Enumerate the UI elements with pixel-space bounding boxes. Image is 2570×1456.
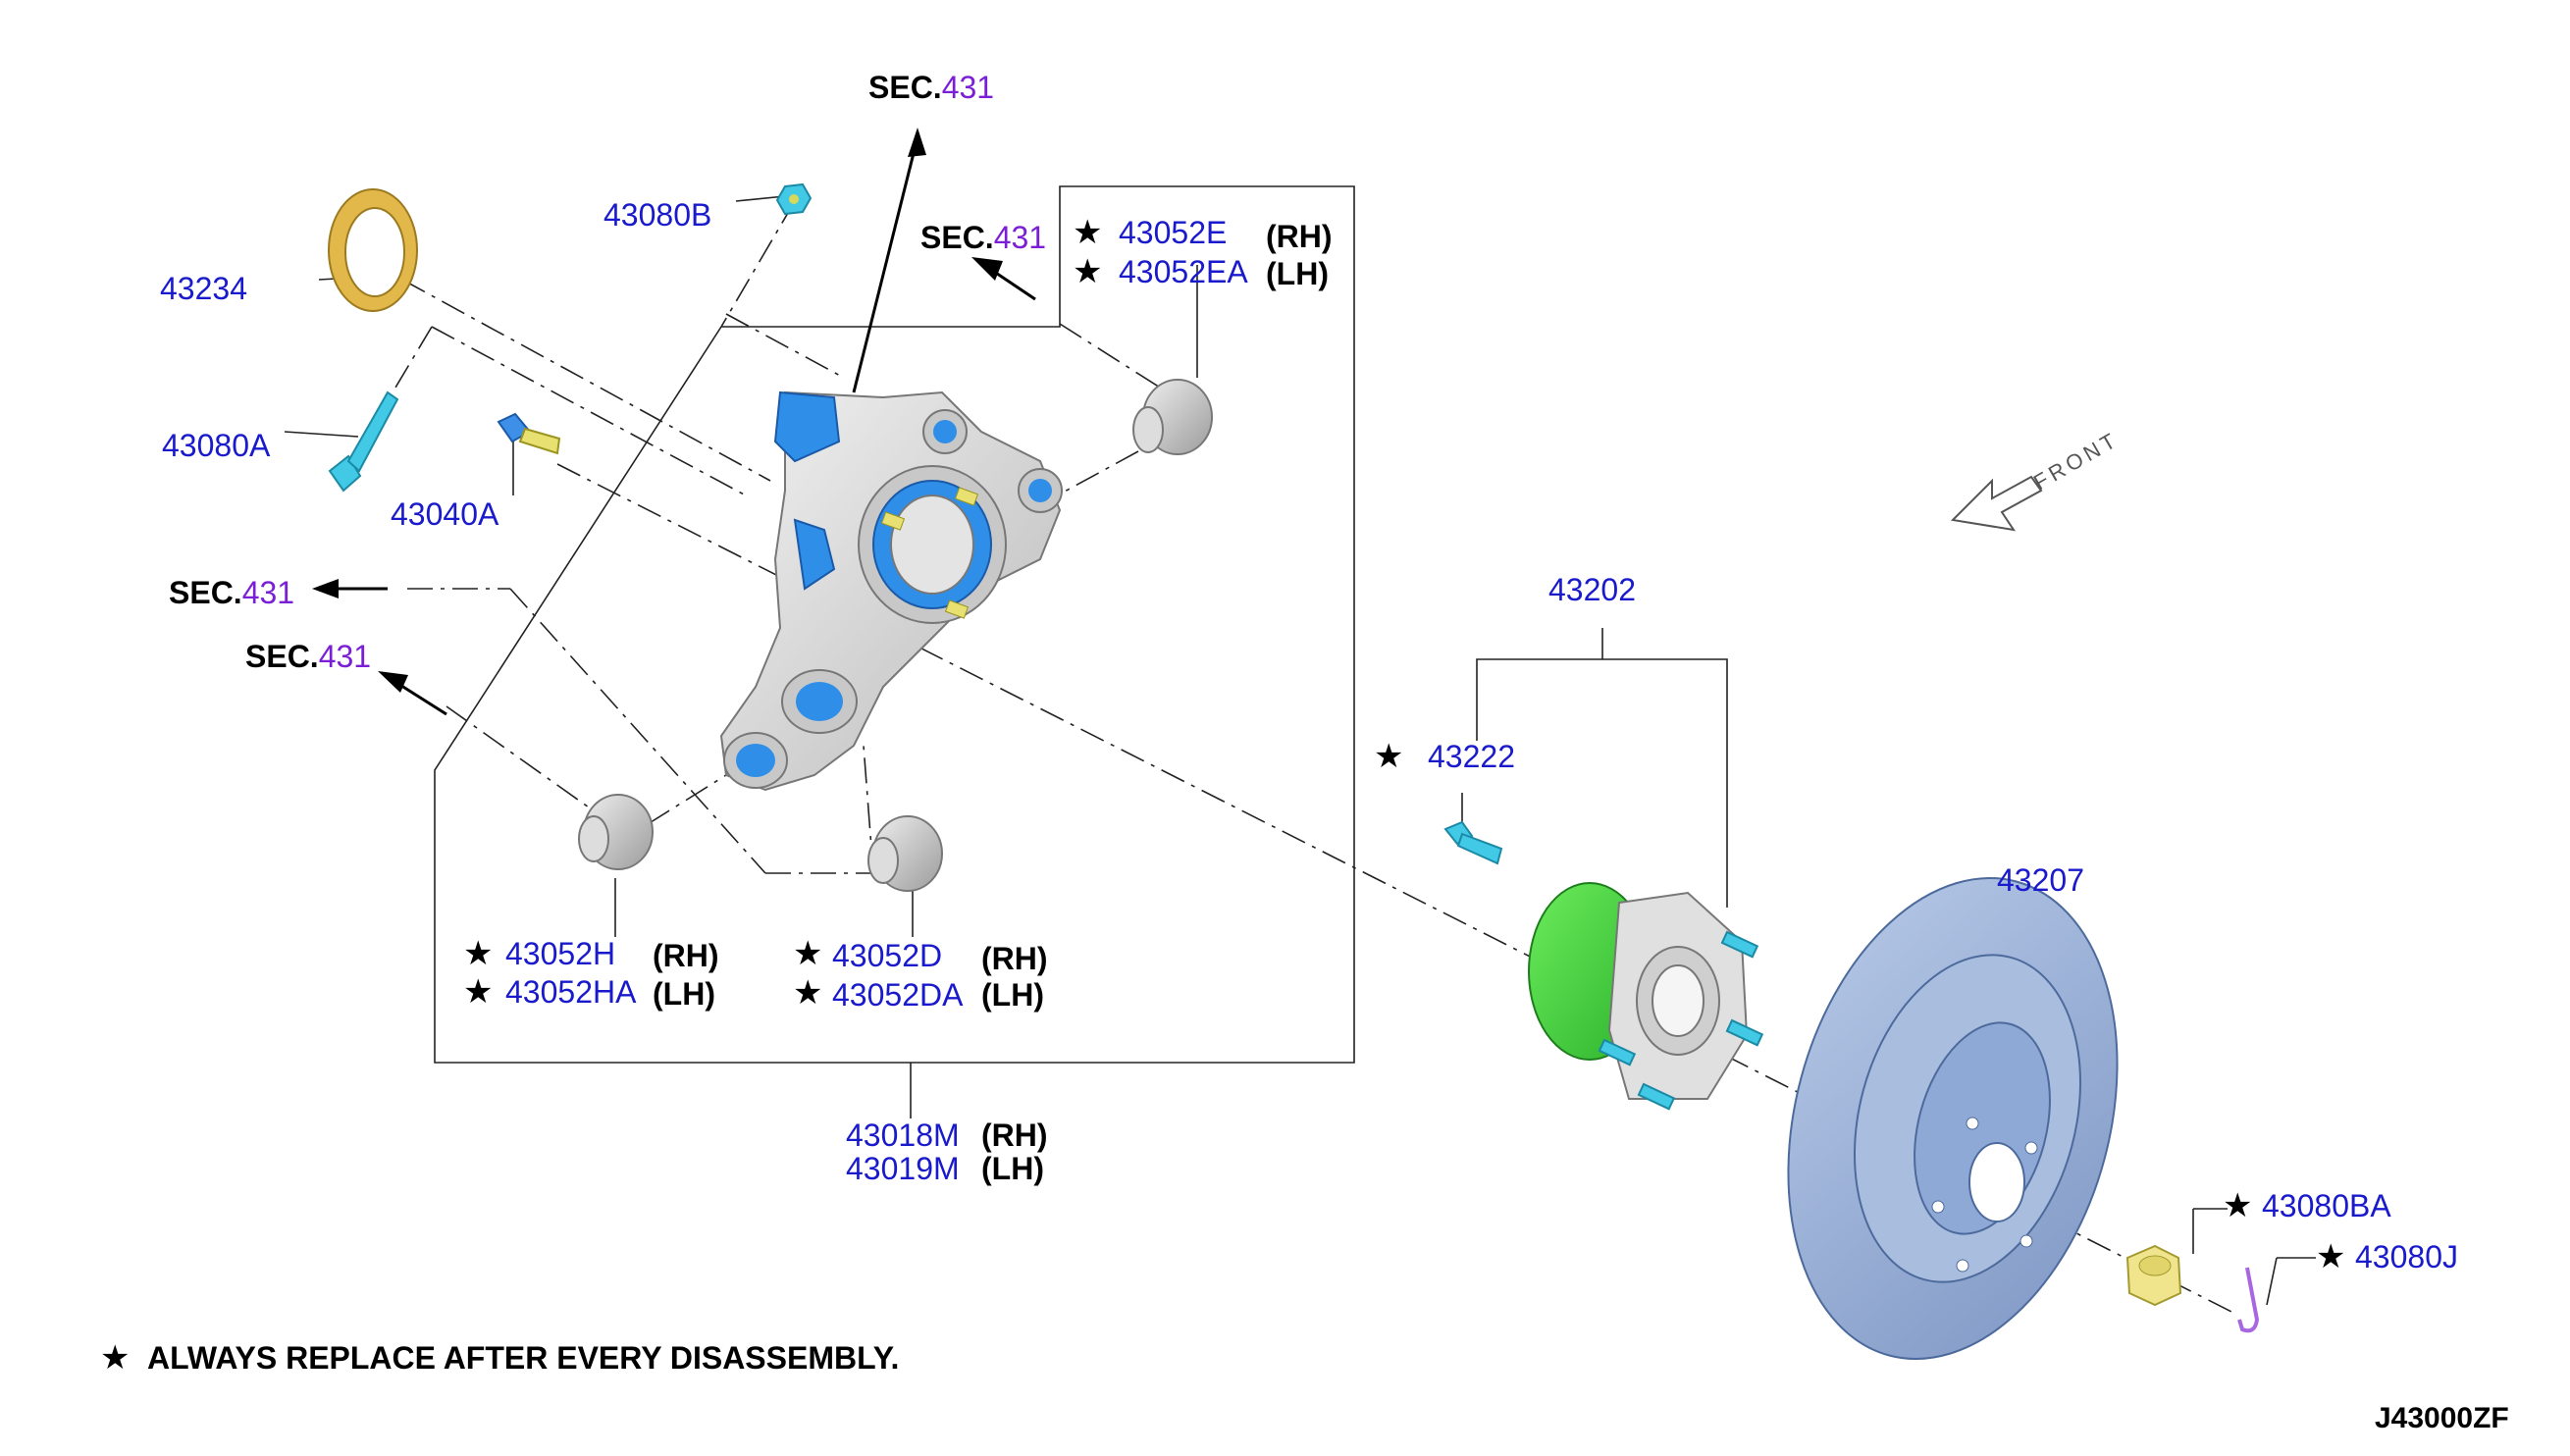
- side-rh: (RH): [981, 941, 1048, 976]
- side-rh: (RH): [1266, 219, 1333, 254]
- part-43234-ring: [328, 188, 418, 312]
- part-43052E-bushing: [1132, 379, 1213, 455]
- part-label-43052DA[interactable]: 43052DA: [832, 977, 964, 1013]
- part-label-43080A[interactable]: 43080A: [162, 428, 271, 463]
- part-43080A-bolt: [328, 390, 399, 493]
- part-label-43018M[interactable]: 43018M: [846, 1118, 960, 1153]
- part-label-43052H[interactable]: 43052H: [505, 936, 615, 971]
- star-icon: ★: [2316, 1238, 2345, 1275]
- part-43207-rotor: [1787, 876, 2119, 1361]
- assembly-bracket: [434, 185, 1355, 1064]
- star-icon: ★: [2223, 1187, 2252, 1224]
- part-43052H-bushing: [578, 794, 654, 870]
- part-label-43052D[interactable]: 43052D: [832, 938, 942, 973]
- hub-bracket: [1476, 658, 1728, 908]
- part-label-43052EA[interactable]: 43052EA: [1119, 254, 1248, 289]
- part-43040A-bolt: [497, 412, 561, 455]
- part-label-43207[interactable]: 43207: [1997, 862, 2084, 898]
- side-lh: (LH): [1266, 256, 1329, 291]
- part-43080B-nut: [775, 182, 813, 216]
- star-icon: ★: [1073, 214, 1102, 251]
- part-label-43234[interactable]: 43234: [160, 271, 247, 306]
- star-icon: ★: [463, 973, 493, 1011]
- part-43080BA-nut: [2125, 1244, 2182, 1307]
- star-icon: ★: [793, 974, 822, 1012]
- part-label-43040A[interactable]: 43040A: [391, 496, 499, 532]
- sec-label-upper-right[interactable]: SEC.431: [920, 220, 1046, 255]
- part-label-43202[interactable]: 43202: [1548, 572, 1636, 607]
- part-label-43052HA[interactable]: 43052HA: [505, 974, 637, 1010]
- part-43202-hub: [1528, 882, 1764, 1111]
- star-icon: ★: [793, 935, 822, 972]
- sec-label-top[interactable]: SEC.431: [868, 70, 994, 105]
- sec-arrows: [312, 128, 1036, 716]
- part-43222-hub-bolt: [1443, 820, 1503, 865]
- star-icon: ★: [100, 1339, 130, 1377]
- side-lh: (LH): [981, 1151, 1044, 1186]
- part-label-43052E[interactable]: 43052E: [1119, 215, 1227, 250]
- part-label-43019M[interactable]: 43019M: [846, 1151, 960, 1186]
- sec-label-left[interactable]: SEC.431: [169, 575, 294, 610]
- part-label-43222[interactable]: 43222: [1428, 739, 1515, 774]
- front-indicator: FRONT: [1950, 427, 2123, 532]
- side-lh: (LH): [981, 977, 1044, 1013]
- footnote: ALWAYS REPLACE AFTER EVERY DISASSEMBLY.: [147, 1340, 899, 1376]
- part-43052D-bushing: [867, 815, 943, 892]
- side-rh: (RH): [981, 1118, 1048, 1153]
- part-label-43080B[interactable]: 43080B: [603, 197, 711, 233]
- star-icon: ★: [463, 935, 493, 972]
- side-rh: (RH): [653, 938, 719, 973]
- figure-code: J43000ZF: [2375, 1402, 2509, 1434]
- part-43080J-cotter-pin: [2237, 1267, 2260, 1333]
- front-label: FRONT: [2029, 427, 2123, 495]
- star-icon: ★: [1073, 253, 1102, 290]
- part-knuckle: [719, 390, 1063, 792]
- star-icon: ★: [1374, 738, 1403, 775]
- front-arrow-icon: [1950, 475, 2043, 532]
- part-label-43080BA[interactable]: 43080BA: [2262, 1188, 2391, 1223]
- side-lh: (LH): [653, 976, 715, 1012]
- sec-label-lower-left[interactable]: SEC.431: [245, 639, 371, 674]
- part-label-43080J[interactable]: 43080J: [2355, 1239, 2458, 1274]
